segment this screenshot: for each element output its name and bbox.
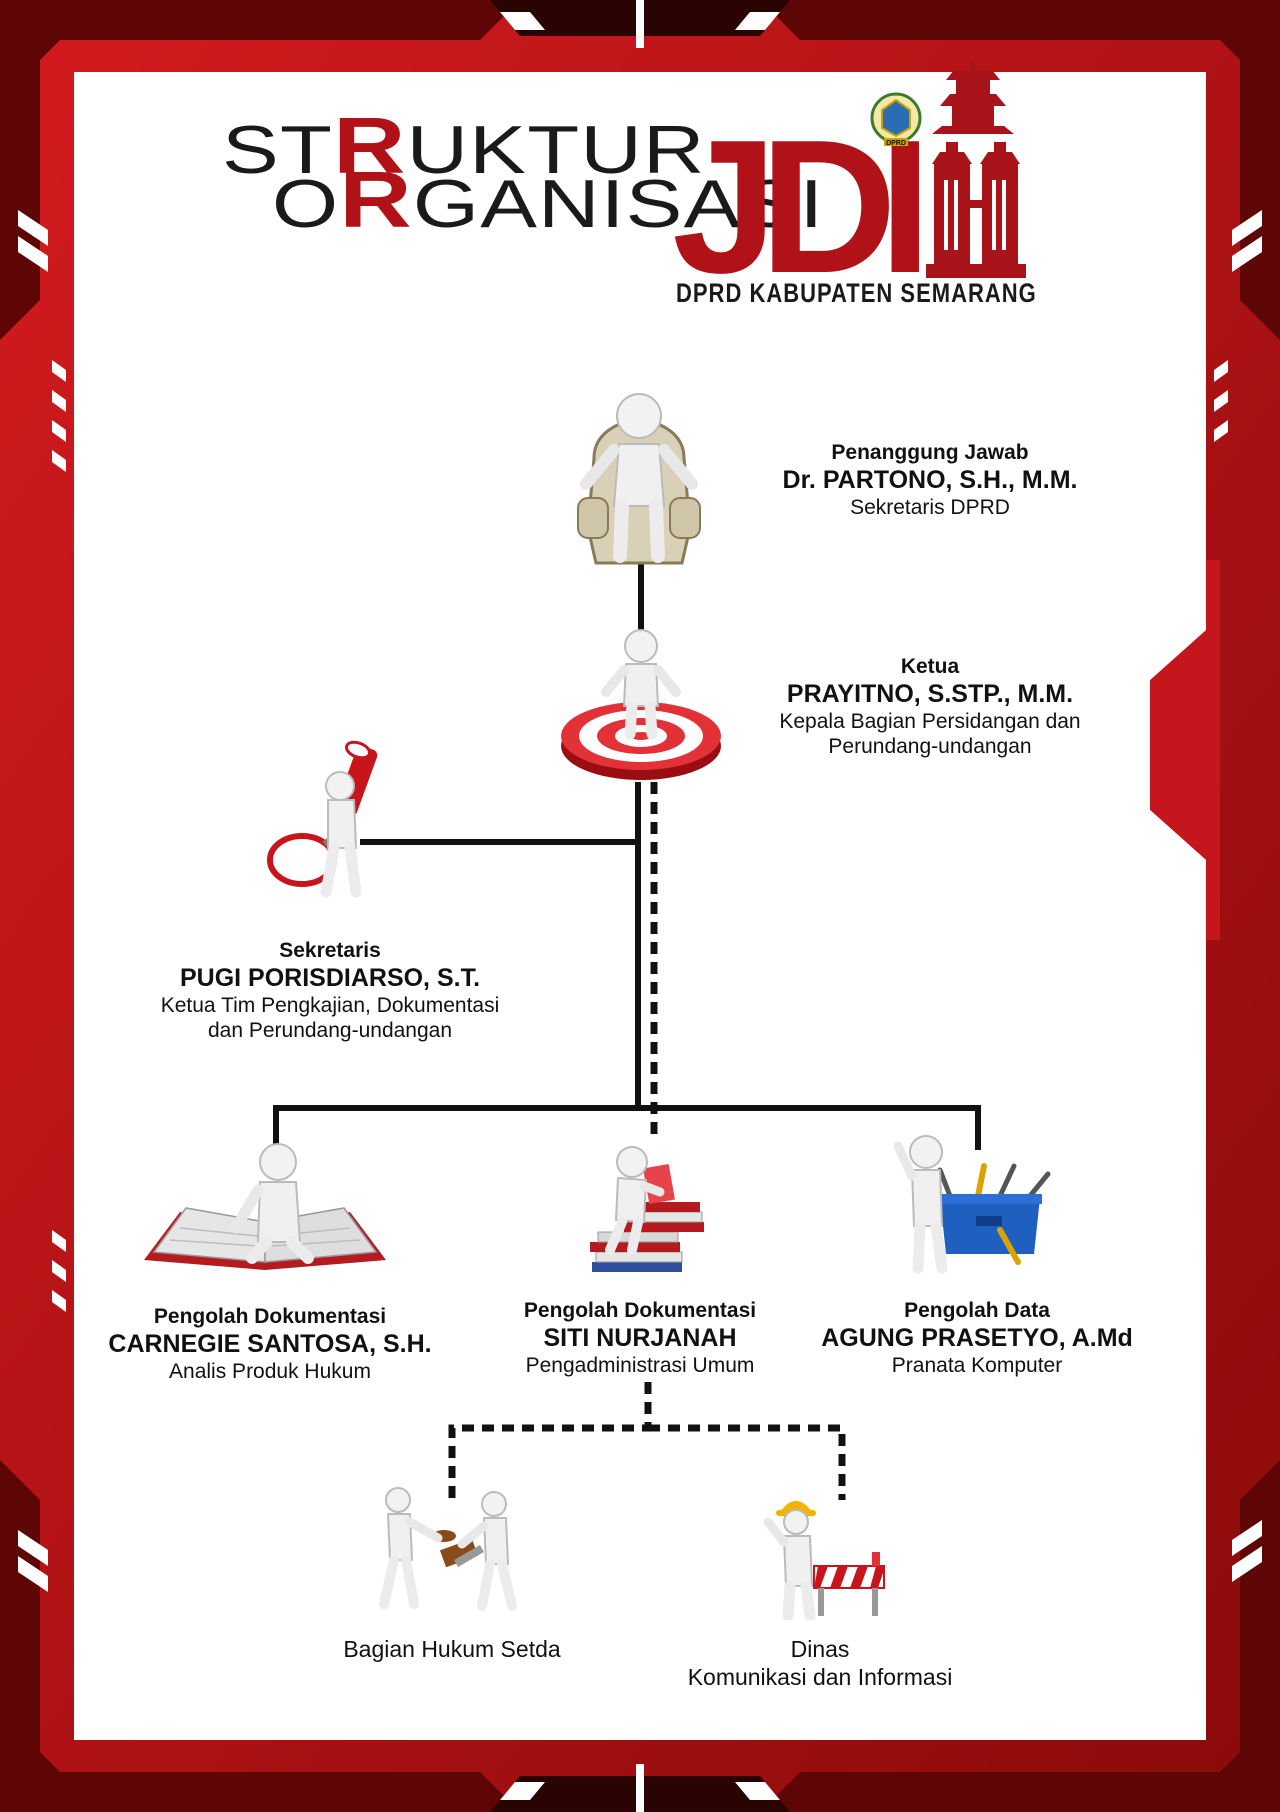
temple-gate-icon — [926, 60, 1026, 278]
node-name: PRAYITNO, S.STP., M.M. — [786, 680, 1074, 709]
node-position-line-1: Ketua Tim Pengkajian, Dokumentasi — [160, 994, 500, 1018]
title-line-1: STRUKTUR — [222, 101, 706, 190]
worker-figure-icon — [763, 1501, 885, 1620]
svg-text:DPRD: DPRD — [886, 140, 906, 147]
node-name: PUGI PORISDIARSO, S.T. — [179, 964, 481, 993]
node-position: Pranata Komputer — [891, 1354, 1063, 1378]
node-position-line-2: Perundang-undangan — [828, 735, 1032, 759]
toolbox-figure-icon — [893, 1135, 1051, 1274]
node-sekretaris: Sekretaris PUGI PORISDIARSO, S.T. Ketua … — [120, 938, 540, 1044]
node-role: Sekretaris — [279, 939, 381, 962]
title-line-2: ORGANISASI — [272, 155, 825, 244]
node-role: Penanggung Jawab — [831, 441, 1029, 464]
node-ketua: Ketua PRAYITNO, S.STP., M.M. Kepala Bagi… — [720, 654, 1140, 760]
node-label-line-2: Komunikasi dan Informasi — [687, 1663, 953, 1690]
node-role: Pengolah Dokumentasi — [523, 1299, 757, 1322]
node-name: CARNEGIE SANTOSA, S.H. — [108, 1330, 432, 1359]
jdi-logo: JDI DPRD — [672, 60, 1026, 310]
node-name: AGUNG PRASETYO, A.Md — [821, 1324, 1133, 1353]
magnifier-figure-icon — [267, 740, 378, 898]
node-position: Analis Produk Hukum — [169, 1360, 371, 1384]
node-dinas-kominfo: Dinas Komunikasi dan Informasi — [620, 1636, 1020, 1691]
frame-side-bump — [1148, 560, 1220, 940]
node-role: Pengolah Data — [904, 1299, 1050, 1322]
node-position: Pengadministrasi Umum — [525, 1354, 755, 1378]
node-role: Ketua — [900, 655, 960, 678]
node-role: Pengolah Dokumentasi — [153, 1305, 387, 1328]
node-name: Dr. PARTONO, S.H., M.M. — [782, 466, 1078, 495]
node-label-line-1: Dinas — [790, 1636, 850, 1662]
dprd-seal-icon: DPRD — [870, 92, 922, 147]
brand-subtitle: DPRD KABUPATEN SEMARANG — [676, 278, 1037, 308]
node-bagian-hukum-setda: Bagian Hukum Setda — [343, 1636, 561, 1662]
connector-dashed-right — [648, 1424, 846, 1500]
node-pengolah-dokumentasi-1: Pengolah Dokumentasi CARNEGIE SANTOSA, S… — [60, 1304, 480, 1384]
connector-bottom-row — [273, 1105, 981, 1150]
node-position-line-1: Kepala Bagian Persidangan dan — [779, 710, 1081, 734]
connector-dashed-left — [448, 1382, 652, 1500]
books-figure-icon — [590, 1146, 704, 1272]
target-figure-icon — [561, 629, 721, 780]
book-figure-icon — [144, 1143, 386, 1270]
node-name: SITI NURJANAH — [543, 1324, 737, 1353]
node-pengolah-data: Pengolah Data AGUNG PRASETYO, A.Md Prana… — [772, 1298, 1182, 1378]
node-penanggung-jawab: Penanggung Jawab Dr. PARTONO, S.H., M.M.… — [720, 440, 1140, 520]
node-position-line-2: dan Perundang-undangan — [207, 1019, 453, 1043]
node-pengolah-dokumentasi-2: Pengolah Dokumentasi SITI NURJANAH Penga… — [440, 1298, 840, 1378]
handshake-figures-icon — [379, 1487, 517, 1611]
throne-figure-icon — [577, 393, 701, 565]
node-position: Sekretaris DPRD — [850, 496, 1010, 520]
